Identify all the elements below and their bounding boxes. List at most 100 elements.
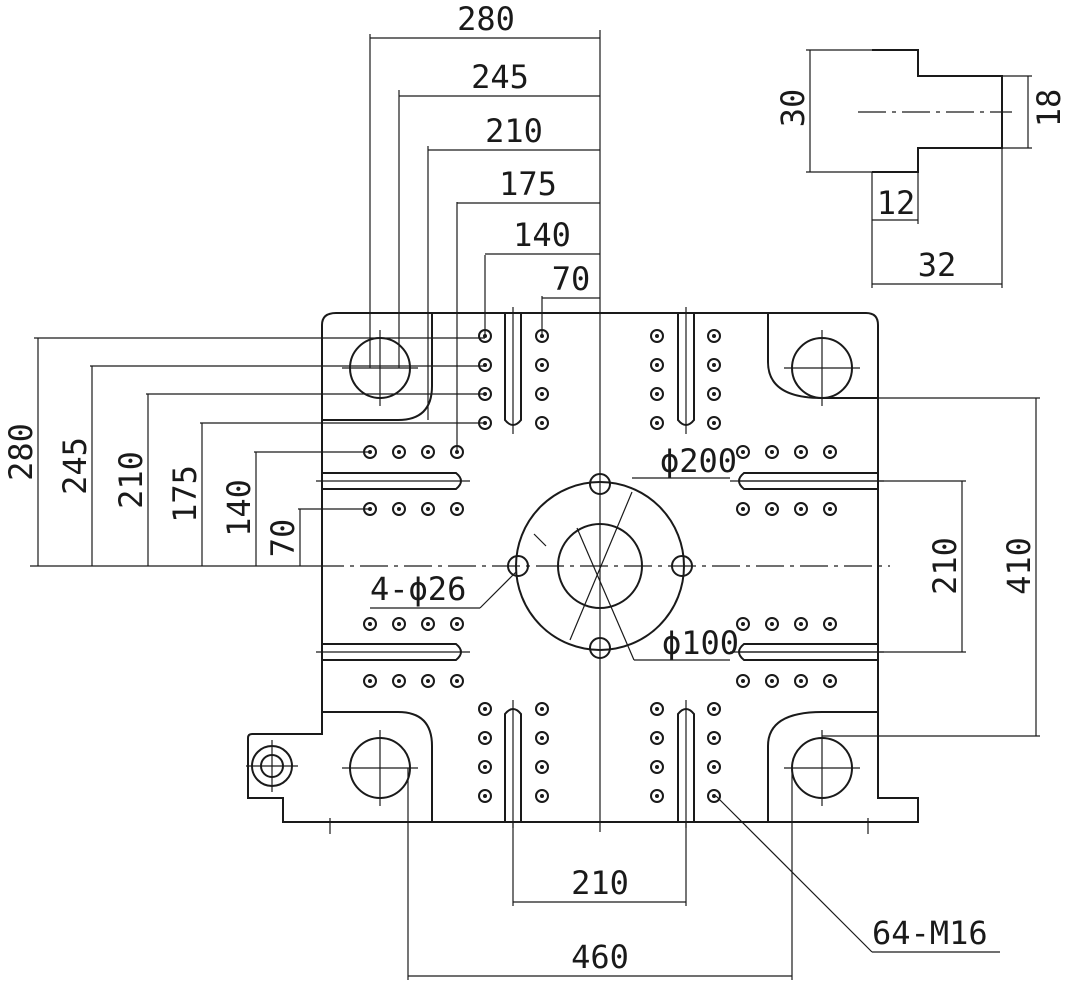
tapped-hole <box>650 760 664 774</box>
detail-dim-30: 30 <box>774 89 812 128</box>
left-dimensions: 280 245 210 175 140 70 <box>2 337 485 567</box>
tapped-hole <box>794 502 808 516</box>
detail-dim-18: 18 <box>1030 89 1068 128</box>
dim-left-245: 245 <box>56 437 94 495</box>
tapped-hole <box>421 445 435 459</box>
tapped-hole <box>478 731 492 745</box>
t-slot <box>316 472 470 490</box>
tapped-hole <box>392 617 406 631</box>
tapped-hole <box>535 702 549 716</box>
detail-dim-12: 12 <box>877 184 916 222</box>
tapped-hole <box>421 502 435 516</box>
tie-bar-hole-bottom-left <box>342 730 418 806</box>
tapped-hole <box>392 674 406 688</box>
tapped-hole <box>650 416 664 430</box>
tapped-hole <box>421 674 435 688</box>
dim-top-175: 175 <box>499 165 557 203</box>
center-flange <box>507 473 693 661</box>
tapped-hole <box>478 760 492 774</box>
tapped-hole <box>421 617 435 631</box>
bottom-dimensions: 210 460 <box>407 768 793 980</box>
tapped-hole <box>707 789 721 803</box>
tapped-hole <box>765 445 779 459</box>
tapped-holes <box>363 329 837 803</box>
dim-bottom-460: 460 <box>571 938 629 976</box>
tapped-hole <box>535 731 549 745</box>
callout-phi200: ϕ200 <box>660 442 737 480</box>
tapped-hole <box>823 502 837 516</box>
dim-top-140: 140 <box>513 216 571 254</box>
dim-top-280: 280 <box>457 0 515 38</box>
detail-dim-32: 32 <box>918 246 957 284</box>
tie-bar-hole-bottom-right <box>784 730 860 806</box>
tapped-hole <box>823 445 837 459</box>
dim-right-210: 210 <box>926 537 964 595</box>
dim-left-70: 70 <box>264 519 302 558</box>
tapped-hole <box>765 617 779 631</box>
tapped-hole <box>363 617 377 631</box>
dim-left-280: 280 <box>2 423 40 481</box>
tapped-hole <box>478 358 492 372</box>
tapped-hole <box>736 502 750 516</box>
tapped-hole <box>535 387 549 401</box>
tapped-hole <box>363 674 377 688</box>
dim-left-140: 140 <box>220 479 258 537</box>
callout-4-phi26: 4-ϕ26 <box>370 570 466 608</box>
t-slot <box>677 307 695 434</box>
tapped-hole <box>392 445 406 459</box>
t-slots <box>316 307 884 828</box>
dim-right-410: 410 <box>1000 537 1038 595</box>
slot-detail: 30 18 12 32 <box>774 49 1068 288</box>
tapped-hole <box>535 789 549 803</box>
tapped-hole <box>450 674 464 688</box>
tapped-hole <box>650 702 664 716</box>
tapped-hole <box>707 387 721 401</box>
dim-left-175: 175 <box>166 465 204 523</box>
tapped-hole <box>535 416 549 430</box>
tapped-hole <box>736 617 750 631</box>
tapped-hole <box>707 760 721 774</box>
tapped-hole <box>707 329 721 343</box>
t-slot <box>504 700 522 828</box>
tapped-hole <box>794 617 808 631</box>
tapped-hole <box>478 789 492 803</box>
dim-top-210: 210 <box>485 112 543 150</box>
callout-phi100: ϕ100 <box>662 624 739 662</box>
callouts: ϕ200 ϕ100 4-ϕ26 64-M16 <box>370 442 1000 953</box>
tapped-hole <box>650 789 664 803</box>
t-slot <box>677 700 695 828</box>
tapped-hole <box>478 702 492 716</box>
tapped-hole <box>736 674 750 688</box>
tapped-hole <box>823 617 837 631</box>
tapped-hole <box>392 502 406 516</box>
plate-outline <box>247 312 919 823</box>
tapped-hole <box>535 760 549 774</box>
tapped-hole <box>450 502 464 516</box>
dim-left-210: 210 <box>112 451 150 509</box>
tapped-hole <box>707 358 721 372</box>
tapped-hole <box>765 674 779 688</box>
tapped-hole <box>650 329 664 343</box>
top-dimensions: 280 245 210 175 140 70 <box>369 0 600 452</box>
tapped-hole <box>823 674 837 688</box>
center-lines <box>316 30 890 834</box>
dim-top-70: 70 <box>552 260 591 298</box>
tapped-hole <box>707 702 721 716</box>
tapped-hole <box>450 617 464 631</box>
side-lug-hole <box>246 740 298 792</box>
tapped-hole <box>707 731 721 745</box>
t-slot <box>504 307 522 434</box>
t-slot <box>316 643 470 661</box>
tapped-hole <box>650 387 664 401</box>
tapped-hole <box>794 674 808 688</box>
tapped-hole <box>650 731 664 745</box>
right-dimensions: 210 410 <box>740 397 1040 737</box>
tapped-hole <box>765 502 779 516</box>
tapped-hole <box>707 416 721 430</box>
tapped-hole <box>650 358 664 372</box>
dim-bottom-210: 210 <box>571 864 629 902</box>
tapped-hole <box>535 358 549 372</box>
tapped-hole <box>736 445 750 459</box>
tapped-hole <box>794 445 808 459</box>
